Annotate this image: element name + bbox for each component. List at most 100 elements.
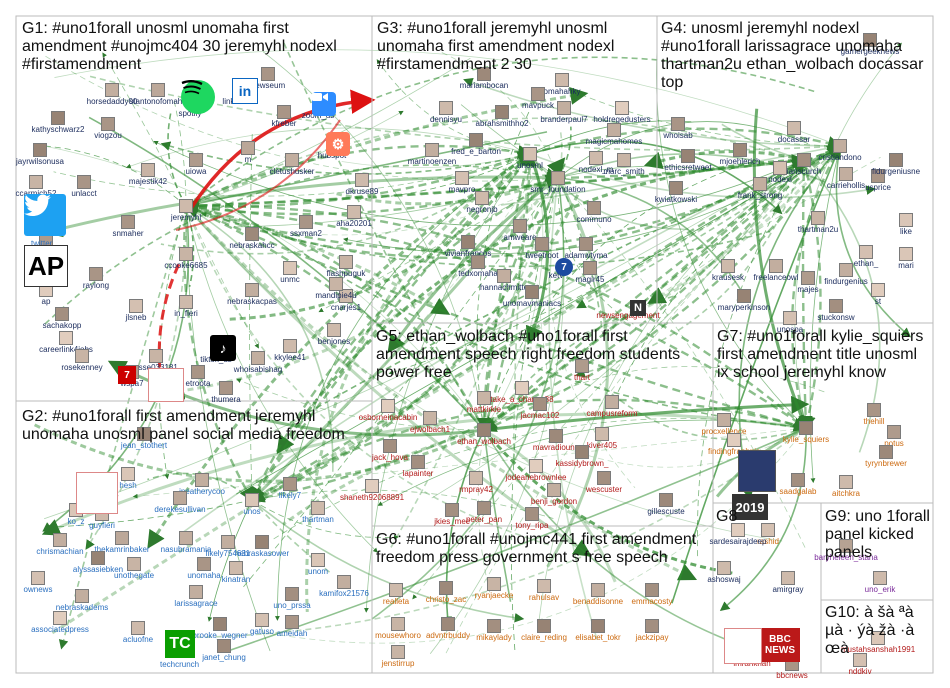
green-edge — [482, 429, 733, 575]
avatar — [283, 339, 297, 353]
newseum-n-logo-node[interactable]: N — [630, 300, 646, 316]
avatar — [149, 349, 163, 363]
node-label: tony_ripa — [515, 521, 549, 530]
group-title-g7: G7: #uno1forall kylie_squiers first amen… — [717, 328, 924, 381]
avatar — [671, 117, 685, 131]
green-edge — [54, 49, 841, 147]
techcrunch-logo-node[interactable]: TC — [165, 630, 195, 658]
avatar — [781, 571, 795, 585]
avatar — [863, 33, 877, 47]
avatar — [783, 311, 797, 325]
green-edge — [153, 140, 805, 227]
avatar — [525, 285, 539, 299]
wspa7-logo-node[interactable]: 7 — [118, 366, 136, 384]
green-edge — [302, 252, 807, 429]
avatar — [591, 619, 605, 633]
node-label: usse033181 — [134, 363, 178, 372]
cbc-2019-logo-node[interactable]: 2019 — [732, 494, 768, 520]
bbc-logo-text: BBC — [769, 634, 791, 645]
node-label: horsedaddy00 — [86, 97, 138, 106]
node-label: like — [899, 227, 913, 236]
node-label: kinatran — [221, 575, 251, 584]
node-label: sachakopp — [42, 321, 82, 330]
avatar — [605, 395, 619, 409]
group-title-g8: G8 — [716, 508, 738, 525]
node-label: holdregedusters — [593, 115, 651, 124]
node-label: stantonofomaha — [129, 97, 187, 106]
avatar — [53, 533, 67, 547]
node-label: jacmac102 — [520, 411, 560, 420]
node-label: cristiandono — [818, 153, 862, 162]
zoom-logo-node[interactable] — [312, 92, 336, 116]
green-edge — [512, 153, 531, 460]
node-label: mustahsanshah1991 — [840, 645, 916, 654]
avatar — [575, 445, 589, 459]
avatar — [461, 235, 475, 249]
node-label: potus — [884, 439, 904, 448]
avatar — [645, 583, 659, 597]
avatar — [859, 245, 873, 259]
node-label: unothegate — [113, 571, 155, 580]
spotify-logo-node[interactable] — [181, 80, 215, 114]
avatar — [439, 581, 453, 595]
node-label: dennisyu — [429, 115, 463, 124]
green-edge — [173, 98, 187, 207]
avatar — [29, 175, 43, 189]
avatar — [189, 585, 203, 599]
ap-logo-node[interactable]: AP — [24, 245, 68, 287]
linkedin-logo-node[interactable]: in — [232, 78, 258, 104]
ketv-7-logo-node[interactable]: 7 — [555, 258, 573, 276]
green-edge — [184, 204, 698, 581]
avatar — [773, 161, 787, 175]
green-edge — [557, 177, 807, 551]
node-label: hesh — [119, 481, 137, 490]
spotify-icon — [181, 80, 203, 95]
node-label: jneatherycoo — [179, 487, 225, 496]
green-edge — [249, 132, 253, 501]
green-edge — [719, 427, 807, 612]
node-label: jackzipay — [635, 633, 669, 642]
rosekenney-cross-node[interactable] — [148, 368, 184, 402]
node-label: nebraskacpas — [227, 297, 277, 306]
green-edge — [160, 141, 531, 175]
avatar — [791, 473, 805, 487]
node-label: gamergeeknews — [840, 47, 900, 56]
avatar — [469, 471, 483, 485]
node-label: mjoehlerich — [719, 157, 761, 166]
avatar — [441, 617, 455, 631]
green-edge — [671, 145, 841, 604]
node-label: benjones — [317, 337, 351, 346]
avatar — [797, 153, 811, 167]
avatar — [615, 101, 629, 115]
twitter-logo-node[interactable] — [24, 194, 66, 236]
node-label: ko_z — [67, 517, 85, 526]
green-edge — [809, 145, 841, 484]
node-label: brooke_wegner — [192, 631, 248, 640]
hesh-cross-node[interactable] — [76, 472, 118, 514]
node-label: ejwolbach1 — [409, 425, 451, 434]
green-edge — [185, 205, 549, 546]
green-hub-edge — [801, 159, 822, 431]
node-label: cletushusker — [269, 167, 315, 176]
avatar — [731, 523, 745, 537]
green-hub-edge — [791, 143, 842, 429]
green-hub-edge — [183, 205, 254, 503]
avatar — [535, 237, 549, 251]
group-title-g1: G1: #uno1forall unosml unomaha first ame… — [22, 20, 337, 73]
node-label: kylie_squiers — [782, 435, 830, 444]
node-label: magir45 — [575, 275, 605, 284]
node-label: ethan_ — [853, 259, 879, 268]
avatar — [799, 421, 813, 435]
bbcnews-logo-node[interactable]: BBC NEWS — [760, 628, 800, 662]
imrankhan-cross-node[interactable] — [724, 628, 762, 664]
avatar — [899, 213, 913, 227]
avatar — [899, 247, 913, 261]
tiktok-logo-node[interactable]: ♪ — [210, 335, 236, 361]
node-label: in_fieri — [174, 309, 198, 318]
hubspot-logo-node[interactable]: ⚙ — [326, 132, 350, 156]
node-label: ap — [41, 297, 51, 306]
avatar — [31, 571, 45, 585]
kamala-photo-node[interactable] — [738, 450, 776, 492]
avatar — [669, 181, 683, 195]
node-label: thartman — [302, 515, 334, 524]
